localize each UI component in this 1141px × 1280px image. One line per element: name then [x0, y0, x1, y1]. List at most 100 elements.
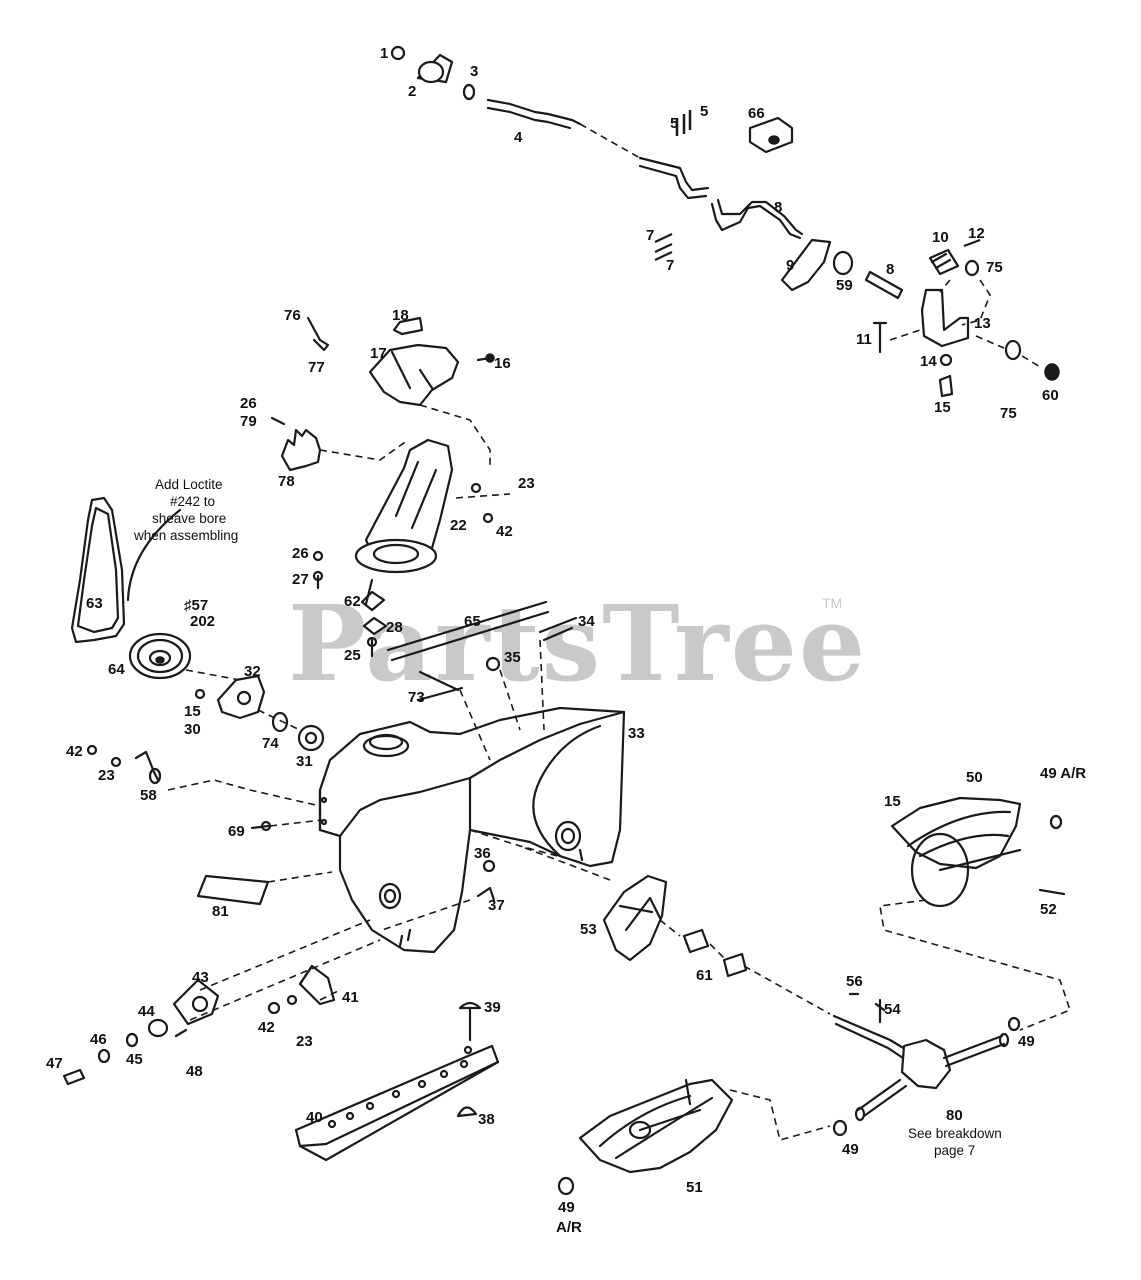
callout-15b: 15	[184, 703, 201, 720]
callout-3: 3	[470, 63, 478, 80]
callout-36: 36	[474, 845, 491, 862]
callout-23c: 23	[296, 1033, 313, 1050]
callout-65: 65	[464, 613, 481, 630]
callout-73: 73	[408, 689, 425, 706]
callout-45: 45	[126, 1051, 143, 1068]
callout-202: 202	[190, 613, 215, 630]
callout-17: 17	[370, 345, 387, 362]
callout-8a: 8	[774, 199, 782, 216]
callout-23b: 23	[98, 767, 115, 784]
callout-49a: 49 A/R	[1040, 765, 1086, 782]
callout-66: 66	[748, 105, 765, 122]
callout-5b: 5	[700, 103, 708, 120]
callout-26a: 26	[240, 395, 257, 412]
callout-8b: 8	[886, 261, 894, 278]
callout-49b: 49	[1018, 1033, 1035, 1050]
callout-18: 18	[392, 307, 409, 324]
callout-64: 64	[108, 661, 125, 678]
watermark: PartsTree	[288, 582, 867, 705]
callout-43: 43	[192, 969, 209, 986]
callout-53: 53	[580, 921, 597, 938]
callout-48: 48	[186, 1063, 203, 1080]
callout-41: 41	[342, 989, 359, 1006]
callout-63: 63	[86, 595, 103, 612]
auger-housing	[318, 706, 626, 954]
callout-52: 52	[1040, 901, 1057, 918]
callout-47: 47	[46, 1055, 63, 1072]
callout-49d: 49	[558, 1199, 575, 1216]
callout-39: 39	[484, 999, 501, 1016]
callout-79: 79	[240, 413, 257, 430]
housing-hardware	[196, 600, 578, 931]
callout-60: 60	[1042, 387, 1059, 404]
callout-37: 37	[488, 897, 505, 914]
callout-40: 40	[306, 1109, 323, 1126]
callout-5a: 5	[670, 115, 678, 132]
callout-49c: 49	[842, 1141, 859, 1158]
callout-30: 30	[184, 721, 201, 738]
callout-76: 76	[284, 307, 301, 324]
bearing-and-scraper	[62, 919, 500, 1162]
callout-38: 38	[478, 1111, 495, 1128]
callout-23a: 23	[518, 475, 535, 492]
loctite-line-1: Add Loctite	[155, 477, 223, 492]
callout-7b: 7	[666, 257, 674, 274]
callout-57: ♯57	[184, 597, 208, 614]
callout-1: 1	[380, 45, 388, 62]
callout-80: 80	[946, 1107, 963, 1124]
callout-25: 25	[344, 647, 361, 664]
callout-22: 22	[450, 517, 467, 534]
callout-33: 33	[628, 725, 645, 742]
callout-42a: 42	[496, 523, 513, 540]
callout-28: 28	[386, 619, 403, 636]
callout-2: 2	[408, 83, 416, 100]
loctite-line-4: when assembling	[133, 528, 238, 543]
watermark-tm: TM	[822, 595, 842, 611]
callout-54: 54	[884, 1001, 901, 1018]
callout-44: 44	[138, 1003, 155, 1020]
callout-27: 27	[292, 571, 309, 588]
callout-78: 78	[278, 473, 295, 490]
callout-32: 32	[244, 663, 261, 680]
callout-15a: 15	[934, 399, 951, 416]
callout-62: 62	[344, 593, 361, 610]
chute-control-rod-assembly	[390, 45, 1060, 398]
callout-59: 59	[836, 277, 853, 294]
callout-50: 50	[966, 769, 983, 786]
callout-42c: 42	[258, 1019, 275, 1036]
breakdown-line-2: page 7	[934, 1143, 975, 1158]
callout-77: 77	[308, 359, 325, 376]
belt-pulley-assembly	[70, 496, 325, 807]
callout-34: 34	[578, 613, 595, 630]
callout-74: 74	[262, 735, 279, 752]
callout-31: 31	[296, 753, 313, 770]
breakdown-line-1: See breakdown	[908, 1126, 1002, 1141]
callout-26b: 26	[292, 545, 309, 562]
callout-9: 9	[786, 257, 794, 274]
impeller-and-augers	[519, 796, 1071, 1196]
callout-58: 58	[140, 787, 157, 804]
discharge-chute-assembly	[270, 316, 511, 658]
callout-16: 16	[494, 355, 511, 372]
loctite-line-3: sheave bore	[152, 511, 226, 526]
callout-69: 69	[228, 823, 245, 840]
callout-13: 13	[974, 315, 991, 332]
callout-4: 4	[514, 129, 523, 146]
callout-81: 81	[212, 903, 229, 920]
callout-61: 61	[696, 967, 713, 984]
callout-11: 11	[856, 331, 872, 348]
callout-12: 12	[968, 225, 985, 242]
callout-42b: 42	[66, 743, 83, 760]
callout-ar: A/R	[556, 1219, 582, 1236]
callout-56: 56	[846, 973, 863, 990]
callout-10: 10	[932, 229, 949, 246]
callout-75b: 75	[1000, 405, 1017, 422]
loctite-note: Add Loctite #242 to sheave bore when ass…	[133, 477, 238, 543]
callout-15c: 15	[884, 793, 901, 810]
callout-7a: 7	[646, 227, 654, 244]
callout-51: 51	[686, 1179, 703, 1196]
breakdown-note: See breakdown page 7	[908, 1126, 1002, 1158]
loctite-line-2: #242 to	[170, 494, 215, 509]
